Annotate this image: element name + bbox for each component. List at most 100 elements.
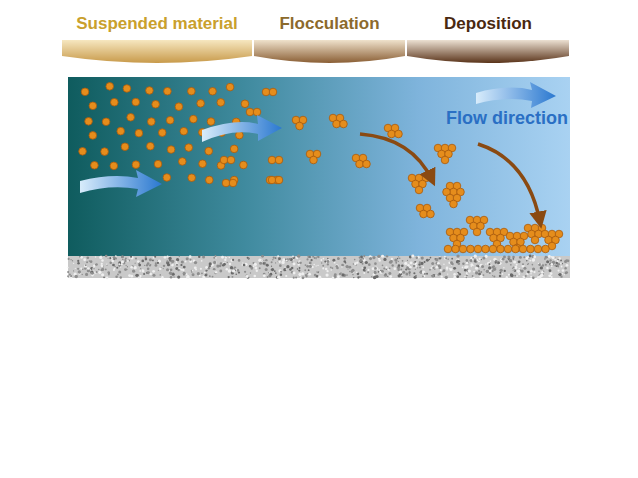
sediment-particle (420, 210, 428, 218)
gravel-grain (562, 273, 563, 274)
gravel-grain (192, 273, 195, 276)
band-shape (254, 40, 405, 63)
gravel-grain (381, 270, 383, 272)
flow-arrow (80, 170, 162, 197)
gravel-grain (199, 275, 201, 277)
gravel-grain (527, 271, 530, 274)
sediment-particle (269, 88, 277, 96)
gravel-grain (67, 275, 69, 277)
gravel-grain (92, 268, 95, 271)
water-body (68, 77, 570, 278)
stage-header: Flocculation (254, 6, 405, 68)
gravel-grain (283, 268, 286, 271)
gravel-grain (295, 276, 297, 278)
gravel-grain (402, 260, 404, 262)
gravel-grain (90, 270, 93, 273)
sediment-particle (147, 142, 155, 150)
gravel-grain (213, 257, 215, 259)
gravel-grain (206, 270, 208, 272)
gravel-grain (98, 271, 101, 274)
gravel-grain (140, 275, 142, 277)
gravel-grain (138, 277, 140, 279)
gravel-grain (566, 264, 569, 267)
gravel-grain (456, 273, 458, 275)
gravel-grain (275, 262, 276, 263)
gravel-grain (502, 273, 504, 275)
gravel-grain (562, 269, 565, 272)
gravel-grain (564, 274, 565, 275)
gravel-grain (169, 259, 171, 261)
gravel-grain (266, 264, 269, 267)
gravel-grain (492, 275, 493, 276)
gravel-grain (541, 271, 543, 273)
sediment-particle (450, 200, 458, 208)
gravel-grain (110, 257, 113, 260)
gravel-grain (526, 260, 528, 262)
gravel-grain (367, 269, 369, 271)
gravel-grain (273, 257, 275, 259)
gravel-grain (495, 262, 497, 264)
sediment-particle (190, 115, 198, 123)
sediment-particle (444, 245, 452, 253)
gravel-grain (243, 264, 246, 267)
gravel-grain (562, 263, 563, 264)
gravel-grain (545, 256, 546, 257)
gravel-grain (121, 261, 124, 264)
gravel-grain (481, 276, 483, 278)
gravel-grain (142, 270, 145, 273)
gravel-grain (514, 266, 517, 269)
gravel-grain (458, 260, 460, 262)
gravel-grain (451, 258, 453, 260)
gravel-grain (474, 260, 477, 263)
gravel-grain (443, 264, 444, 265)
gravel-grain (229, 263, 231, 265)
sediment-particle (415, 186, 423, 194)
sediment-particle (519, 245, 527, 253)
gravel-grain (473, 271, 475, 273)
gravel-grain (429, 269, 431, 271)
gravel-grain (321, 262, 322, 263)
gravel-grain (438, 273, 441, 276)
gravel-grain (139, 270, 141, 272)
sediment-particle (459, 245, 467, 253)
gravel-grain (505, 261, 508, 264)
sediment-particle (89, 102, 97, 110)
gravel-grain (546, 267, 548, 269)
gravel-grain (177, 276, 180, 279)
gravel-grain (533, 256, 536, 259)
gravel-grain (256, 270, 258, 272)
gravel-grain (431, 274, 434, 277)
sediment-particle (146, 87, 154, 95)
gravel-grain (437, 274, 439, 276)
gravel-grain (124, 268, 127, 271)
gravel-grain (271, 261, 273, 263)
gravel-grain (363, 258, 366, 261)
gravel-grain (316, 271, 318, 273)
stage-title: Suspended material (62, 6, 252, 34)
gravel-bed (68, 256, 570, 278)
gravel-grain (141, 260, 144, 263)
gravel-grain (466, 261, 469, 264)
gravel-grain (489, 270, 492, 273)
gravel-grain (530, 273, 531, 274)
gravel-grain (120, 276, 122, 278)
gravel-grain (271, 266, 272, 267)
gravel-grain (437, 262, 440, 265)
gravel-grain (313, 264, 315, 266)
gravel-grain (525, 275, 527, 277)
sediment-particle (206, 176, 214, 184)
gravel-grain (258, 259, 261, 262)
gravel-grain (416, 257, 418, 259)
gravel-grain (560, 260, 562, 262)
gravel-grain (73, 263, 74, 264)
stage-title: Deposition (407, 6, 569, 34)
gravel-grain (499, 275, 501, 277)
gravel-grain (185, 273, 187, 275)
gravel-grain (213, 268, 216, 271)
gravel-grain (466, 275, 467, 276)
gravel-grain (103, 277, 105, 279)
gravel-grain (363, 269, 366, 272)
gravel-grain (447, 273, 448, 274)
gravel-grain (385, 273, 386, 274)
gravel-grain (91, 272, 93, 274)
